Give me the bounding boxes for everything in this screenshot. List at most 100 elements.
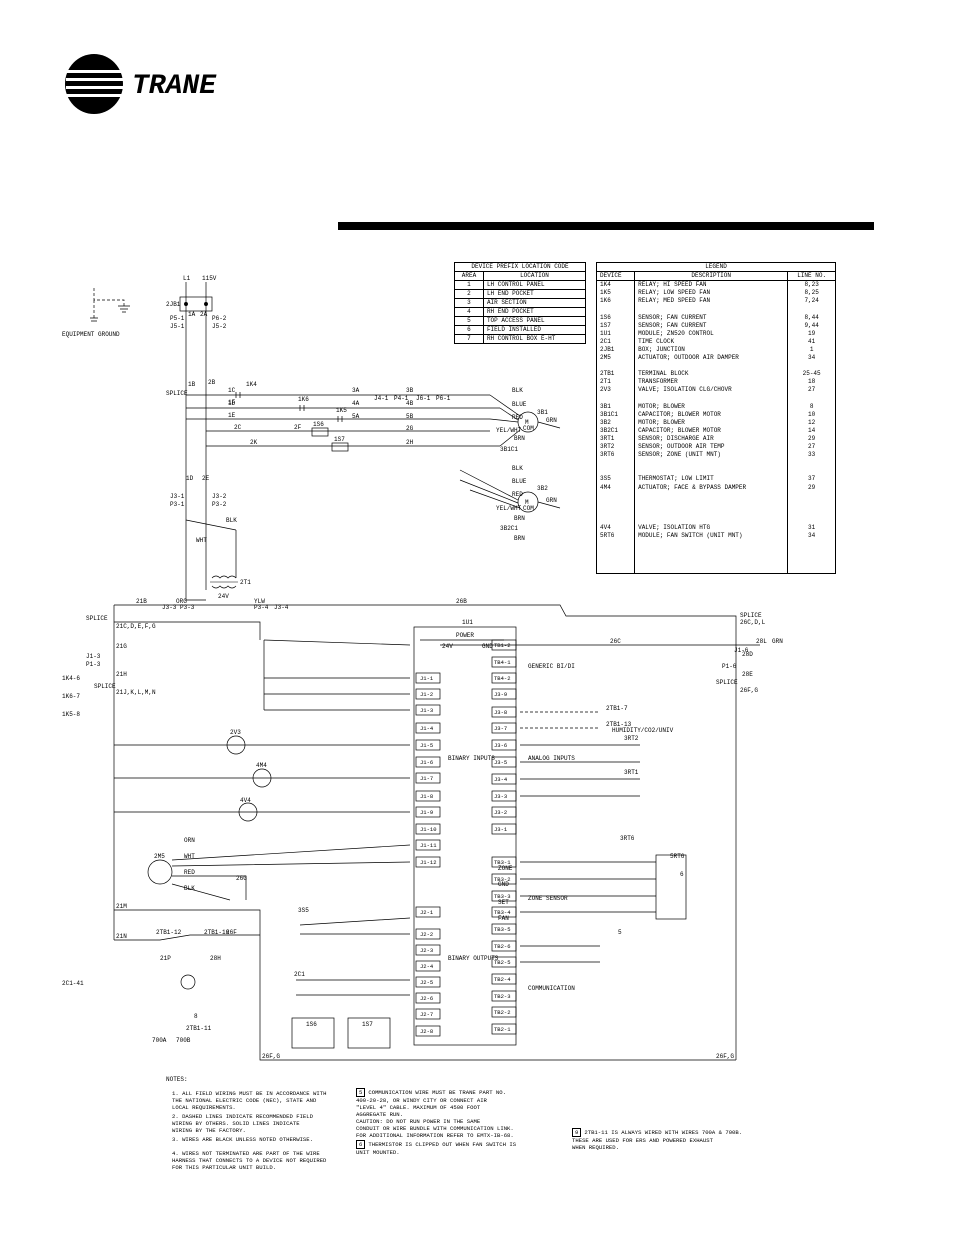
legend-line: 9,44 (787, 321, 836, 330)
legend-line: 8,44 (787, 313, 836, 322)
schematic-label: GRN (546, 417, 557, 424)
terminal-label: J3-5 (494, 759, 507, 766)
schematic-label: WHT (196, 537, 207, 544)
valve-4v4 (238, 802, 258, 822)
terminal-label: J2-4 (420, 963, 434, 970)
terminal-label: J1-5 (420, 742, 433, 749)
terminal-label: J3-3 (494, 793, 507, 800)
terminal-label: TB2-6 (494, 943, 511, 950)
schematic-label: BLK (512, 387, 523, 394)
legend-line (787, 394, 836, 403)
schematic-label: J3-2 (212, 493, 227, 500)
legend-line: 8,25 (787, 289, 836, 298)
schematic-label: 5B (406, 413, 414, 420)
terminal: J2-5 (415, 976, 441, 988)
legend-device (595, 459, 636, 468)
schematic-label: P1-3 (86, 661, 101, 668)
legend-device: 3RT6 (595, 451, 636, 460)
fan-switch-1s7 (347, 1017, 391, 1049)
terminal: TB3-2 (491, 873, 517, 885)
actuator-2m5 (147, 859, 173, 885)
terminal-label: J3-9 (494, 691, 507, 698)
terminal: TB3-4 (491, 906, 517, 918)
table-row (595, 540, 836, 549)
legend-line: 18 (787, 378, 836, 387)
terminal-label: J1-4 (420, 725, 434, 732)
legend-device (595, 564, 636, 574)
schematic-label: 1C (228, 387, 236, 394)
schematic-label: 1U1 (462, 619, 473, 626)
schematic-label: 2C1-41 (62, 980, 84, 987)
legend-device (595, 467, 636, 476)
schematic-label: 2G (406, 425, 414, 432)
terminal: J1-11 (415, 839, 441, 851)
terminal-label: J2-6 (420, 995, 433, 1002)
legend-description: MOTOR; BLOWER (634, 402, 789, 411)
schematic-label: ORG (176, 598, 187, 605)
table-row (595, 548, 836, 557)
schematic-label: 28L (756, 638, 767, 645)
terminal: J2-2 (415, 928, 441, 940)
schematic-label: 28E (742, 671, 753, 678)
terminal: J1-9 (415, 806, 441, 818)
terminal: J2-1 (415, 906, 441, 918)
terminal: J2-4 (415, 960, 441, 972)
prefix-location: RH CONTROL BOX E-HT (482, 334, 587, 344)
current-sensor-1s7 (331, 442, 349, 452)
valve-2v3 (226, 735, 246, 755)
schematic-label: 28D (742, 651, 753, 658)
legend-line: 31 (787, 524, 836, 533)
junction-box (179, 296, 213, 312)
legend-device (595, 362, 636, 371)
terminal: J1-12 (415, 856, 441, 868)
legend-line: 27 (787, 443, 836, 452)
schematic-label: SPLICE (716, 679, 738, 686)
schematic-label: 2V3 (230, 729, 241, 736)
terminal-label: TB4-2 (494, 675, 511, 682)
terminal-label: J3-7 (494, 725, 507, 732)
terminal: J3-6 (491, 739, 517, 751)
schematic-label: ZONE SENSOR (528, 895, 568, 902)
sensor-wiring (520, 711, 656, 963)
terminal: J3-1 (491, 823, 517, 835)
legend-description (634, 491, 789, 500)
schematic-label: 1K4 (246, 381, 257, 388)
legend-device: 3B1C1 (595, 410, 636, 419)
legend-device: 3S5 (595, 475, 636, 484)
legend-device: 1K5 (595, 289, 636, 298)
legend-device: 1S7 (595, 321, 636, 330)
schematic-label: L1 (183, 275, 191, 282)
schematic-label: 26B (456, 598, 467, 605)
time-clock-2c1 (180, 974, 196, 990)
terminal-label: J1-8 (420, 793, 433, 800)
legend-device: 1S6 (595, 313, 636, 322)
schematic-label: RED (184, 869, 195, 876)
terminal: J2-6 (415, 992, 441, 1004)
legend-line: 14 (787, 426, 836, 435)
schematic-label: 5RT6 (670, 853, 685, 860)
schematic-label: 4B (406, 400, 414, 407)
schematic-label: SET (498, 899, 509, 906)
terminal-label: J3-4 (494, 776, 508, 783)
terminal-label: TB3-5 (494, 926, 511, 933)
legend-line: 27 (787, 386, 836, 395)
legend-line (787, 515, 836, 524)
schematic-label: 3RT6 (620, 835, 635, 842)
terminal: J3-2 (491, 806, 517, 818)
note-text: COMMUNICATION WIRE MUST BE TRANE PART NO… (356, 1089, 514, 1139)
legend-description: SENSOR; ZONE (UNIT MNT) (634, 451, 789, 460)
legend-description: SENSOR; OUTDOOR AIR TEMP (634, 443, 789, 452)
terminal-label: J1-6 (420, 759, 433, 766)
legend-line (787, 507, 836, 516)
schematic-label: 6 (680, 871, 684, 878)
terminal: J3-3 (491, 790, 517, 802)
schematic-label: 26C (610, 638, 621, 645)
note-flag: 5 (356, 1088, 366, 1097)
